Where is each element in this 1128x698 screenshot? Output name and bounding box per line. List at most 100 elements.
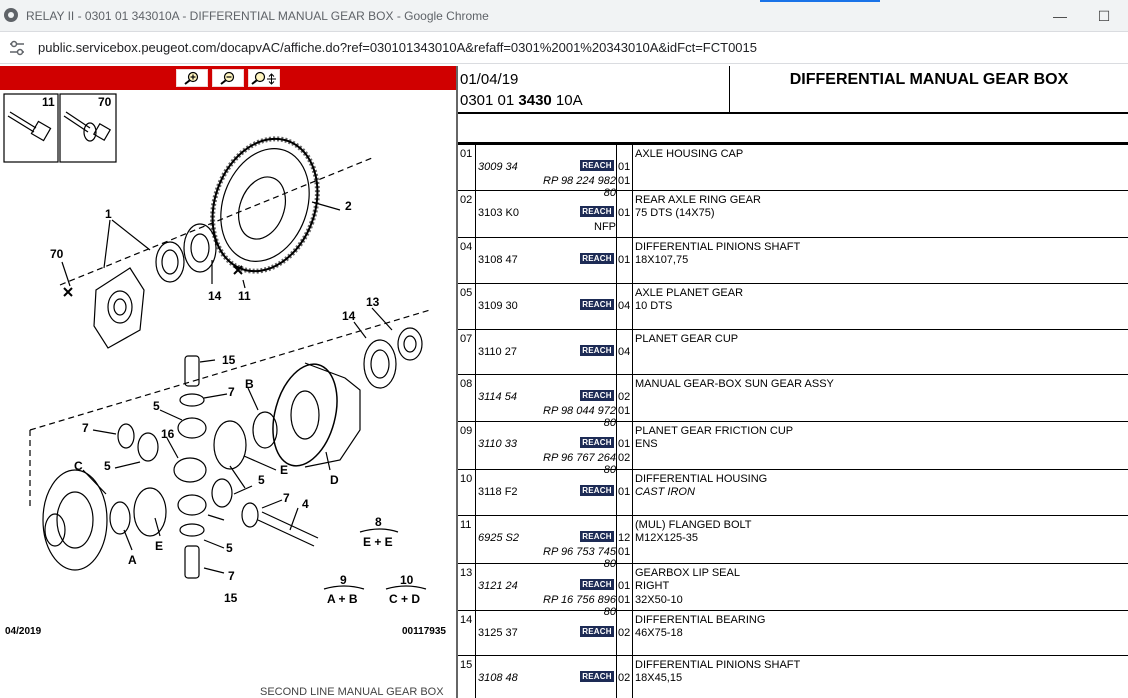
- quantity: 04: [618, 300, 631, 312]
- replacement-ref[interactable]: RP 98 044 972 80: [543, 405, 616, 429]
- quantity: 02: [618, 627, 631, 639]
- reach-badge[interactable]: REACH: [580, 299, 614, 310]
- callout-7-right: 7: [283, 491, 290, 505]
- inset-bolt-70: [59, 93, 117, 163]
- replacement-ref[interactable]: RP 16 756 896 80: [543, 594, 616, 618]
- reach-badge[interactable]: REACH: [580, 253, 614, 264]
- column-divider: [632, 145, 633, 190]
- column-divider: [632, 611, 633, 655]
- quantity: 01: [618, 438, 631, 450]
- header-divider: [729, 66, 730, 112]
- quantity: 04: [618, 346, 631, 358]
- reach-badge[interactable]: REACH: [580, 626, 614, 637]
- part-code[interactable]: 6925 S2: [478, 532, 519, 544]
- pinion-5-left: [137, 432, 159, 462]
- part-detail: ENS: [635, 438, 658, 450]
- quantity: 01: [618, 161, 631, 173]
- cup-7-top: [179, 393, 205, 407]
- part-code[interactable]: 3009 34: [478, 161, 518, 173]
- part-detail: 46X75-18: [635, 627, 683, 639]
- item-number: 09: [460, 425, 473, 437]
- part-detail: RIGHT: [635, 580, 670, 592]
- next-section-peek[interactable]: SECOND LINE MANUAL GEAR BOX: [260, 686, 444, 698]
- part-code[interactable]: 3108 48: [478, 672, 518, 684]
- part-code[interactable]: 3114 54: [478, 391, 517, 403]
- item-number: 15: [460, 659, 473, 671]
- zoom-out-icon: [220, 71, 235, 85]
- pinion-5-bottom: [177, 494, 207, 516]
- part-code[interactable]: 3108 47: [478, 254, 518, 266]
- zoom-fit-icon: [251, 71, 276, 85]
- header-title: DIFFERENTIAL MANUAL GEAR BOX: [789, 71, 1069, 88]
- quantity: 01: [618, 580, 631, 592]
- column-divider: [616, 611, 617, 655]
- quantity: 01: [618, 486, 631, 498]
- part-code[interactable]: 3103 K0: [478, 207, 519, 219]
- reach-badge[interactable]: REACH: [580, 531, 614, 542]
- column-divider: [475, 470, 476, 515]
- callout-a: A: [128, 553, 137, 567]
- quantity: 02: [618, 391, 631, 403]
- column-divider: [632, 284, 633, 329]
- site-settings-icon[interactable]: [8, 40, 26, 56]
- reach-badge[interactable]: REACH: [580, 671, 614, 682]
- header-date: 01/04/19: [460, 71, 519, 88]
- callout-5-bottom: 5: [226, 541, 233, 555]
- item-number: 08: [460, 378, 473, 390]
- replacement-ref[interactable]: RP 96 753 745 80: [543, 546, 616, 570]
- reach-badge[interactable]: REACH: [580, 160, 614, 171]
- planet-gear-e-left: [133, 487, 167, 537]
- part-code[interactable]: 3109 30: [478, 300, 518, 312]
- callout-5-right: 5: [258, 473, 265, 487]
- part-detail: 10 DTS: [635, 300, 673, 312]
- maximize-button[interactable]: ☐: [1097, 8, 1111, 24]
- part-description: GEARBOX LIP SEAL: [635, 567, 740, 579]
- pinion-5-top: [177, 417, 207, 439]
- chrome-icon: [4, 8, 18, 22]
- part-code[interactable]: 3110 33: [478, 438, 517, 450]
- reach-badge[interactable]: REACH: [580, 206, 614, 217]
- reach-badge[interactable]: REACH: [580, 437, 614, 448]
- part-detail: 18X45,15: [635, 672, 683, 684]
- part-code[interactable]: 3118 F2: [478, 486, 518, 498]
- table-top-rule: [458, 142, 1128, 144]
- axle-housing-cap: [93, 267, 145, 349]
- column-divider: [616, 470, 617, 515]
- reach-badge[interactable]: REACH: [580, 485, 614, 496]
- part-detail: CAST IRON: [635, 486, 695, 498]
- callout-2: 2: [345, 199, 352, 213]
- zoom-fit-button[interactable]: [248, 69, 280, 87]
- reach-badge[interactable]: REACH: [580, 579, 614, 590]
- part-code[interactable]: 3110 27: [478, 346, 517, 358]
- minimize-button[interactable]: —: [1053, 8, 1067, 24]
- reach-badge[interactable]: REACH: [580, 345, 614, 356]
- replacement-ref[interactable]: RP 96 767 264 80: [543, 452, 616, 476]
- panel-divider[interactable]: [456, 66, 458, 698]
- part-code[interactable]: 3121 24: [478, 580, 518, 592]
- part-description: (MUL) FLANGED BOLT: [635, 519, 752, 531]
- reach-badge[interactable]: REACH: [580, 390, 614, 401]
- address-bar[interactable]: public.servicebox.peugeot.com/docapvAC/a…: [0, 32, 1128, 64]
- part-detail: M12X125-35: [635, 532, 698, 544]
- zoom-in-button[interactable]: [176, 69, 208, 87]
- url-text[interactable]: public.servicebox.peugeot.com/docapvAC/a…: [38, 40, 757, 55]
- callout-5-top: 5: [153, 399, 160, 413]
- callout-1: 1: [105, 207, 112, 221]
- part-code[interactable]: 3125 37: [478, 627, 518, 639]
- column-divider: [475, 564, 476, 610]
- zoom-out-button[interactable]: [212, 69, 244, 87]
- part-description: AXLE HOUSING CAP: [635, 148, 744, 160]
- column-divider: [632, 191, 633, 237]
